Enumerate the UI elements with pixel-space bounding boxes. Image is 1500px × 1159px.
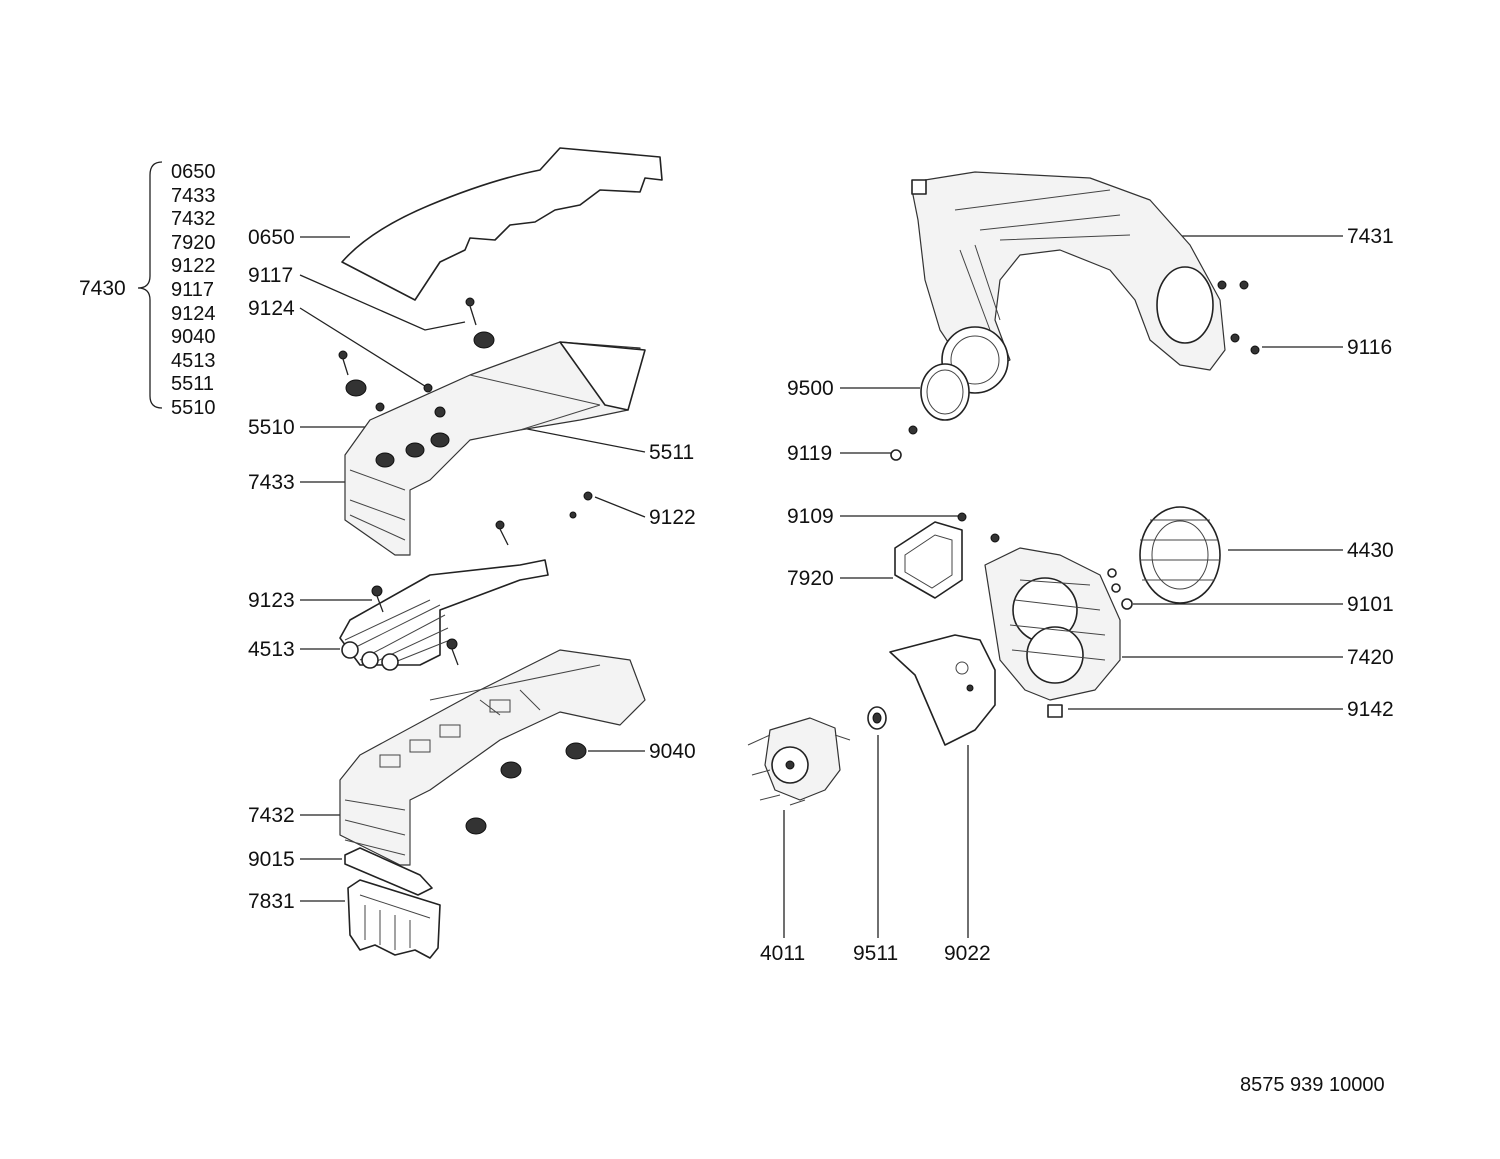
part-9500-ring bbox=[920, 363, 970, 421]
group-item-list: 0650 7433 7432 7920 9122 9117 9124 9040 … bbox=[171, 160, 216, 420]
group-item: 9040 bbox=[171, 326, 216, 349]
part-4430-fan-wheel bbox=[1139, 506, 1221, 604]
callout-9511: 9511 bbox=[853, 942, 899, 965]
group-item: 9117 bbox=[171, 278, 215, 301]
callout-9124: 9124 bbox=[248, 297, 295, 320]
group-item: 7432 bbox=[171, 208, 216, 231]
leader-lines bbox=[299, 235, 1343, 938]
callout-9123: 9123 bbox=[248, 589, 295, 612]
part-7420-blower-case bbox=[984, 547, 1121, 701]
part-9015-gasket bbox=[344, 847, 433, 896]
callout-9101: 9101 bbox=[1347, 593, 1394, 616]
part-fasteners-left bbox=[338, 297, 593, 835]
group-item: 9122 bbox=[171, 255, 216, 278]
callout-7431: 7431 bbox=[1347, 225, 1394, 248]
group-item: 4513 bbox=[171, 349, 216, 372]
callout-9119: 9119 bbox=[787, 442, 833, 465]
callout-9109: 9109 bbox=[787, 505, 834, 528]
callout-9500: 9500 bbox=[787, 377, 834, 400]
callout-9015: 9015 bbox=[248, 848, 295, 871]
part-7432-lower-duct bbox=[339, 649, 646, 866]
part-7431-fan-housing bbox=[911, 171, 1226, 394]
callout-4011: 4011 bbox=[760, 942, 806, 965]
part-0650-cover bbox=[341, 147, 663, 301]
part-7920-adapter bbox=[894, 521, 963, 599]
callout-9122: 9122 bbox=[649, 506, 696, 529]
group-item: 0650 bbox=[171, 161, 216, 183]
group-label-7430: 7430 bbox=[79, 277, 126, 300]
callout-5511: 5511 bbox=[649, 441, 695, 464]
callout-7831: 7831 bbox=[248, 890, 295, 913]
group-item: 7433 bbox=[171, 184, 216, 207]
callout-7432: 7432 bbox=[248, 804, 295, 827]
part-9022-plate bbox=[889, 634, 996, 746]
part-9511-bushing bbox=[867, 706, 887, 730]
callout-9117: 9117 bbox=[248, 264, 294, 287]
part-7831-filter bbox=[347, 879, 441, 959]
callout-7420: 7420 bbox=[1347, 646, 1394, 669]
group-item: 5511 bbox=[171, 373, 215, 396]
part-4513-heater bbox=[339, 559, 549, 671]
callout-9040: 9040 bbox=[649, 740, 696, 763]
document-number: 8575 939 10000 bbox=[1240, 1074, 1385, 1096]
group-item: 9124 bbox=[171, 302, 216, 325]
callout-4513: 4513 bbox=[248, 638, 295, 661]
callout-9022: 9022 bbox=[944, 942, 991, 965]
group-item: 5510 bbox=[171, 396, 216, 419]
part-fasteners-right bbox=[890, 280, 1260, 718]
callout-4430: 4430 bbox=[1347, 539, 1394, 562]
callout-7920: 7920 bbox=[787, 567, 834, 590]
callout-9142: 9142 bbox=[1347, 698, 1394, 721]
callout-9116: 9116 bbox=[1347, 336, 1393, 359]
part-4011-motor bbox=[747, 717, 851, 806]
callout-5510: 5510 bbox=[248, 416, 295, 439]
group-item: 7920 bbox=[171, 231, 216, 254]
group-brace bbox=[137, 161, 163, 409]
callout-0650: 0650 bbox=[248, 226, 295, 249]
part-7433-upper-duct bbox=[344, 341, 646, 556]
callout-7433: 7433 bbox=[248, 471, 295, 494]
